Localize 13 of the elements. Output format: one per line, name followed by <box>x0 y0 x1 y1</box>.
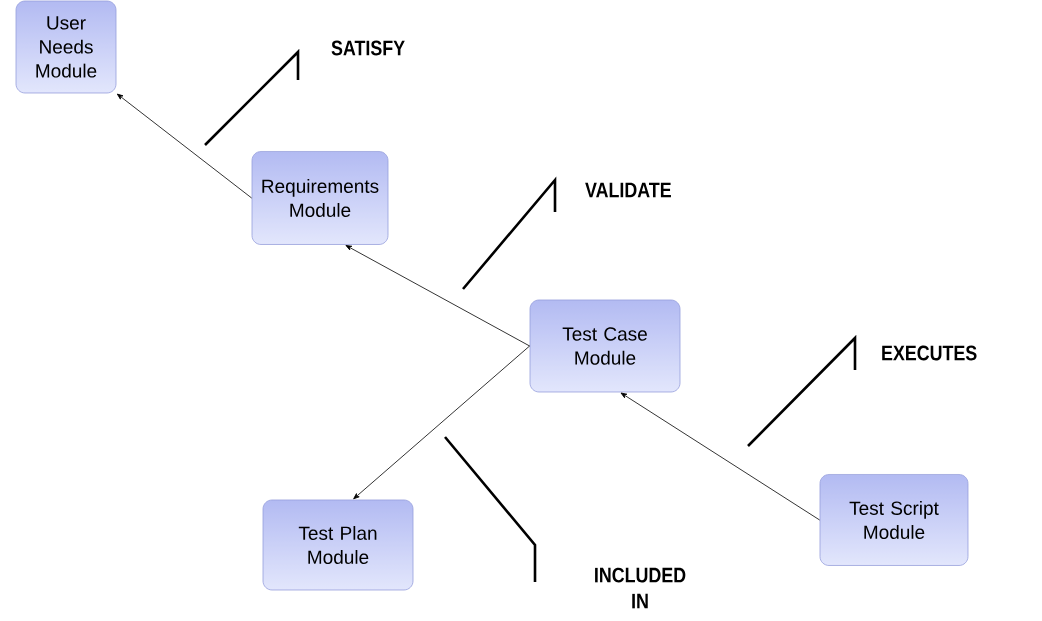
arrow <box>353 345 530 500</box>
module-box: User Needs Module <box>15 0 117 94</box>
module-box: Test Plan Module <box>262 499 414 591</box>
module-box: Test Case Module <box>529 299 681 393</box>
arrow <box>345 245 530 347</box>
relation-label: INCLUDED IN <box>595 567 686 609</box>
module-box: Test Script Module <box>819 474 969 566</box>
module-box: Requirements Module <box>251 151 389 245</box>
relation-label: VALIDATE <box>585 182 671 198</box>
relation-label: EXECUTES <box>882 345 977 361</box>
arrow <box>116 93 252 199</box>
arrow <box>620 392 820 521</box>
relation-label: SATISFY <box>331 40 405 56</box>
